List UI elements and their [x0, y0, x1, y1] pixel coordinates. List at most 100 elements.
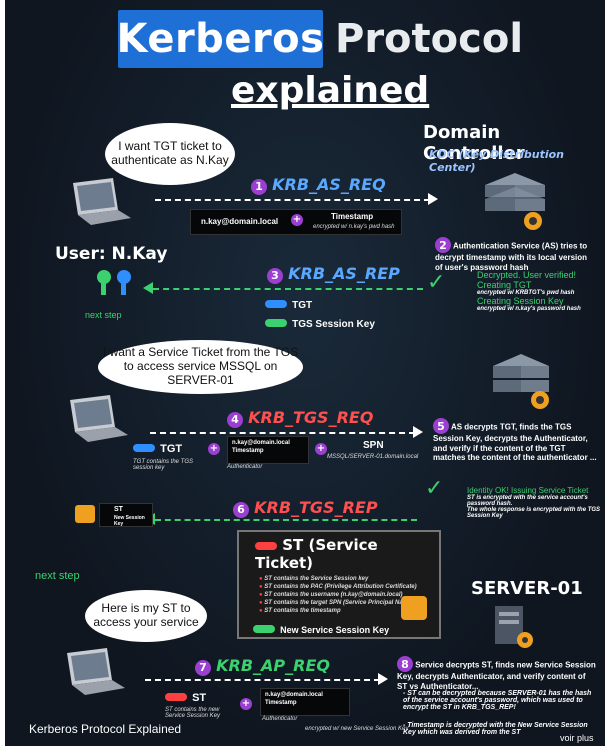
ap-req-auth-label: Authenticator	[262, 716, 298, 722]
red-key-icon	[165, 692, 187, 701]
st-box-title-text: ST (Service Ticket)	[255, 536, 378, 572]
lock-icon	[75, 505, 95, 523]
tgs-req-spn-value: MSSQL/SERVER-01.domain.local	[327, 454, 419, 460]
green-key-icon	[253, 624, 275, 633]
server-stack-icon	[493, 354, 549, 409]
step-5-num: 5	[433, 418, 449, 434]
verify-line2: Creating TGT	[477, 280, 532, 290]
step-8-text: Service decrypts ST, finds new Service S…	[397, 660, 596, 691]
tgs-req-tgt-label: TGT	[160, 443, 183, 455]
checkmark-icon: ✓	[425, 476, 444, 501]
laptop-icon	[70, 395, 128, 442]
step-4-label: 4 KRB_TGS_REQ	[227, 408, 373, 428]
arrow-as-req	[155, 199, 430, 201]
image-caption: Kerberos Protocol Explained	[29, 722, 182, 736]
step-3-num: 3	[267, 267, 283, 284]
blue-key-icon	[133, 443, 155, 452]
step-6-label: 6 KRB_TGS_REP	[233, 498, 378, 518]
step-4-num: 4	[227, 411, 243, 428]
step-4-name: KRB_TGS_REQ	[248, 408, 374, 427]
st-item-text: ST contains the username (n.kay@domain.l…	[264, 592, 403, 598]
arrow-ap-req	[145, 679, 380, 681]
step-2-text: Authentication Service (AS) tries to dec…	[435, 241, 588, 272]
tgs-req-auth-label: Authenticator	[227, 464, 263, 470]
tgs-req-authenticator: n.kay@domain.local Timestamp	[227, 436, 309, 464]
st-box-title: ST (Service Ticket)	[255, 536, 439, 572]
ap-req-auth-enc: encrypted w/ new Service Session Key	[305, 726, 409, 732]
service-ticket-box: ST (Service Ticket) ● ST contains the Se…	[237, 530, 441, 639]
dc-subtitle: KDC (Key Distribution Center)	[429, 148, 564, 174]
checkmark-icon: ✓	[427, 270, 446, 295]
step-5-note: 5 AS decrypts TGT, finds the TGS Session…	[433, 418, 598, 463]
title-protocol: Protocol	[335, 16, 524, 62]
as-req-payload: n.kay@domain.local + Timestamp encrypted…	[190, 209, 402, 235]
step-8-note: 8 Service decrypts ST, finds new Service…	[397, 656, 597, 691]
blue-key-icon	[265, 299, 287, 308]
as-req-enc: encrypted w/ n.kay's pwd hash	[313, 224, 395, 230]
watermark: voir plus	[560, 733, 594, 743]
list-item: ● ST contains the PAC (Privilege Attribu…	[259, 584, 417, 590]
tgs-req-spn: SPN	[363, 440, 384, 451]
dc-title: Domain Controller	[423, 122, 525, 164]
list-item: ● ST contains the Service Session key	[259, 576, 369, 582]
st-item-text: ST contains the PAC (Privilege Attributi…	[264, 584, 417, 590]
step-3-label: 3 KRB_AS_REP	[267, 264, 400, 284]
small-st-ticket: ST New Session Key	[99, 503, 153, 527]
plus-icon: +	[291, 214, 303, 226]
speech-bubble-service-ticket: I want a Service Ticket from the TGS to …	[98, 340, 303, 394]
as-req-user: n.kay@domain.local	[201, 217, 279, 226]
ap-req-st-note: ST contains the new Service Session Key	[165, 707, 221, 719]
next-step-label: next step	[85, 310, 122, 320]
tgs-verify-line2: ST is encrypted with the service account…	[467, 495, 588, 507]
arrow-head	[428, 193, 438, 205]
arrow-head	[143, 282, 153, 294]
green-key-icon	[265, 318, 287, 327]
tgs-req-auth-ts: Timestamp	[232, 448, 264, 454]
ap-req-authenticator: n.kay@domain.local Timestamp	[260, 688, 350, 716]
title-explained: explained	[231, 70, 430, 111]
arrow-tgs-req	[150, 432, 415, 434]
as-rep-tgs-key: TGS Session Key	[265, 312, 375, 331]
st-new-key-label: New Service Session Key	[280, 625, 390, 635]
as-verify-block: Decrypted. User verified! Creating TGT e…	[477, 270, 602, 312]
server-stack-icon	[485, 173, 545, 230]
key-pair-icon	[97, 270, 131, 295]
verify-line4: Creating Session Key	[477, 296, 564, 306]
as-req-timestamp: Timestamp	[331, 212, 374, 221]
as-rep-tgt-label: TGT	[292, 300, 313, 311]
st-new-key: New Service Session Key	[253, 618, 439, 637]
plus-icon: +	[208, 443, 220, 455]
small-key-label: New Session Key	[114, 515, 145, 527]
tgs-verify-block: Identity OK! Issuing Service Ticket ST i…	[467, 486, 602, 519]
list-item: ● ST contains the target SPN (Service Pr…	[259, 600, 414, 606]
diagram-canvas: Kerberos Protocol explained Domain Contr…	[5, 0, 605, 746]
plus-icon: +	[315, 443, 327, 455]
step-1-num: 1	[251, 178, 267, 195]
speech-bubble-here-st: Here is my ST to access your service	[85, 590, 207, 642]
laptop-icon	[73, 178, 131, 225]
ap-req-st-label: ST	[192, 692, 207, 704]
arrow-head	[378, 673, 388, 685]
tgs-verify-line3: The whole response is encrypted with the…	[467, 507, 601, 519]
user-label: User: N.Kay	[55, 244, 168, 264]
next-step-label: next step	[35, 570, 80, 582]
step-8-num: 8	[397, 656, 413, 672]
verify-line1: Decrypted. User verified!	[477, 270, 577, 280]
step-6-num: 6	[233, 501, 249, 518]
st-item-text: ST contains the target SPN (Service Prin…	[264, 600, 414, 606]
step-7-label: 7 KRB_AP_REQ	[195, 656, 330, 676]
ap-req-auth-ts: Timestamp	[265, 700, 297, 706]
tgs-req-tgt: TGT TGT contains the TGS session key	[133, 437, 208, 471]
st-item-text: ST contains the Service Session key	[264, 576, 369, 582]
tgs-req-auth-user: n.kay@domain.local	[232, 440, 290, 446]
step-7-name: KRB_AP_REQ	[216, 656, 330, 675]
list-item: ● ST contains the username (n.kay@domain…	[259, 592, 403, 598]
step-6-name: KRB_TGS_REP	[254, 498, 378, 517]
step-5-text: AS decrypts TGT, finds the TGS Session K…	[433, 422, 597, 463]
step-7-num: 7	[195, 659, 211, 676]
server-icon	[495, 606, 533, 648]
as-rep-tgs-key-label: TGS Session Key	[292, 319, 375, 330]
step-8-note-b: - Timestamp is decrypted with the New Se…	[403, 722, 588, 736]
title-kerberos: Kerberos	[117, 10, 324, 68]
step-1-name: KRB_AS_REQ	[272, 175, 386, 194]
